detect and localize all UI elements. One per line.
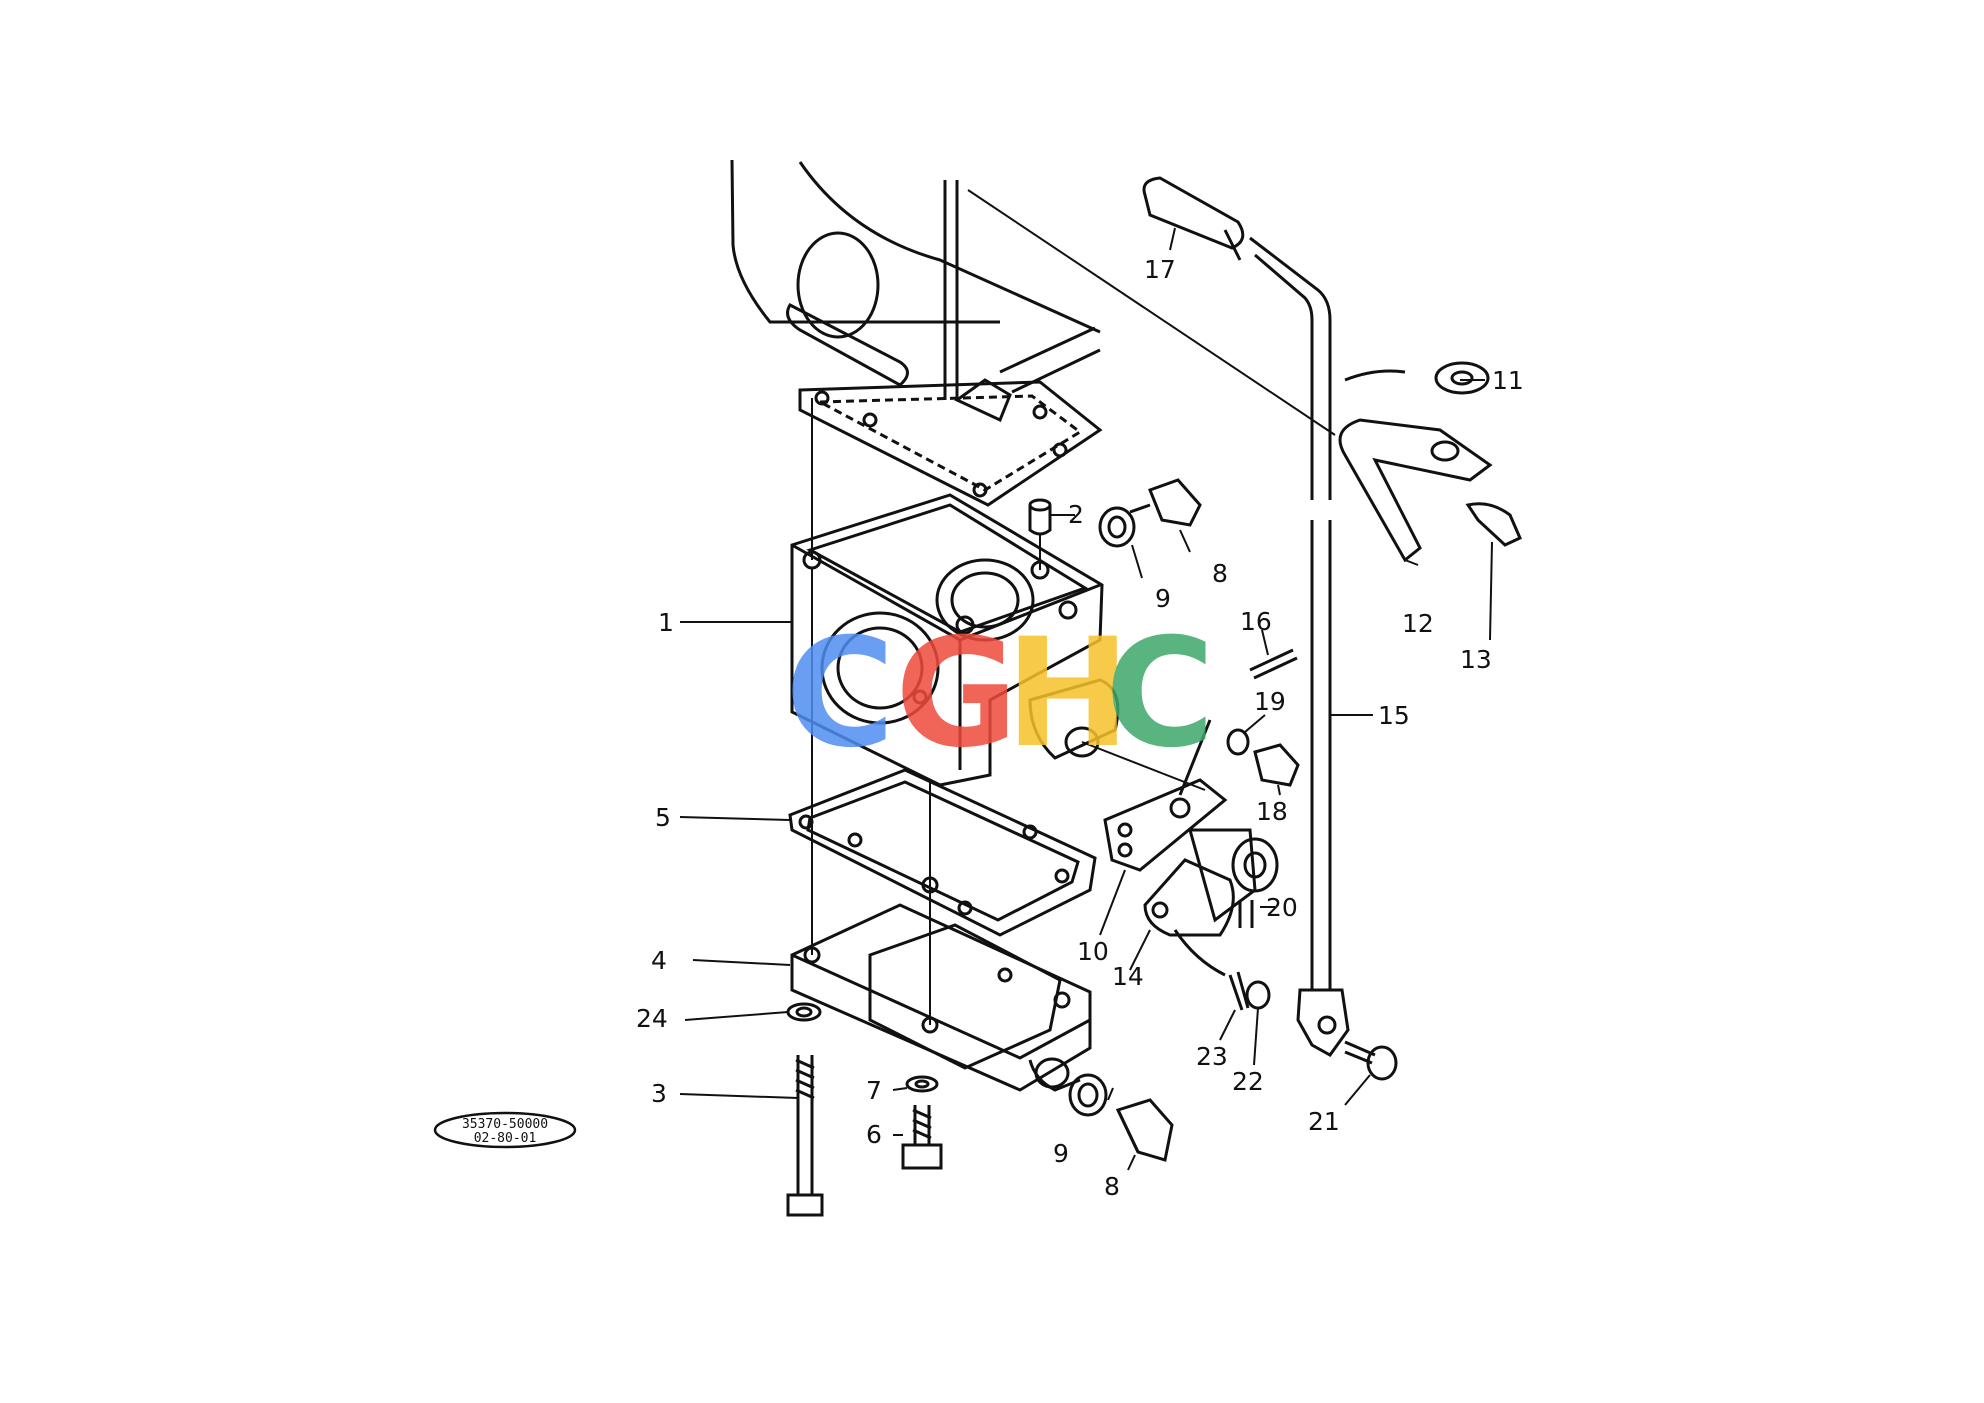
watermark-letter-3: H (1005, 607, 1131, 781)
filler-plug-upper (1098, 478, 1202, 548)
drain-plug-lower (1068, 1073, 1174, 1162)
callout-17: 17 (1144, 255, 1176, 284)
callout-9-upper: 9 (1155, 584, 1171, 613)
callout-18: 18 (1256, 797, 1288, 826)
callout-7: 7 (866, 1076, 882, 1105)
bottom-cover (790, 903, 1092, 1092)
callout-23: 23 (1196, 1042, 1228, 1071)
transmission-case-outline (730, 159, 1101, 423)
watermark-letter-2: G (895, 607, 1018, 781)
callout-10: 10 (1077, 937, 1109, 966)
shift-arm-plate (1103, 719, 1228, 872)
reference-code: 35370-50000 02-80-01 (433, 1111, 577, 1149)
callout-5: 5 (655, 803, 671, 832)
leader-lines (679, 227, 1493, 1171)
callout-19: 19 (1254, 687, 1286, 716)
callout-20: 20 (1266, 893, 1298, 922)
watermark-letter-4: C (1105, 607, 1215, 781)
callout-6: 6 (866, 1120, 882, 1149)
reference-code-line-2: 02-80-01 (474, 1131, 537, 1146)
callout-21: 21 (1308, 1107, 1340, 1136)
callout-8-upper: 8 (1212, 559, 1228, 588)
callout-3: 3 (651, 1079, 667, 1108)
dowel-pin (1028, 498, 1052, 536)
callout-15: 15 (1378, 701, 1410, 730)
lever-bracket (1338, 361, 1522, 563)
upper-gasket (798, 380, 1103, 507)
callout-12: 12 (1402, 609, 1434, 638)
callout-24: 24 (636, 1004, 668, 1033)
reference-code-line-1: 35370-50000 (462, 1117, 548, 1132)
shift-lever (1142, 176, 1350, 1057)
callouts: 1 2 3 4 5 6 7 8 8 9 9 10 11 12 13 14 15 … (636, 255, 1524, 1201)
callout-4: 4 (651, 946, 667, 975)
callout-8-lower: 8 (1104, 1172, 1120, 1201)
callout-2: 2 (1068, 500, 1084, 529)
watermark-letter-1: C (785, 607, 895, 781)
short-bolt (901, 1075, 943, 1170)
watermark: C G H C (785, 607, 1215, 781)
callout-1: 1 (658, 608, 674, 637)
shift-fork (1143, 828, 1279, 977)
long-bolt (786, 1002, 824, 1217)
callout-16: 16 (1240, 607, 1272, 636)
clevis-pin (1344, 1040, 1398, 1081)
callout-9-lower: 9 (1053, 1139, 1069, 1168)
callout-14: 14 (1112, 962, 1144, 991)
lower-gasket (788, 768, 1097, 937)
callout-22: 22 (1232, 1067, 1264, 1096)
callout-11: 11 (1492, 366, 1524, 395)
callout-13: 13 (1460, 645, 1492, 674)
